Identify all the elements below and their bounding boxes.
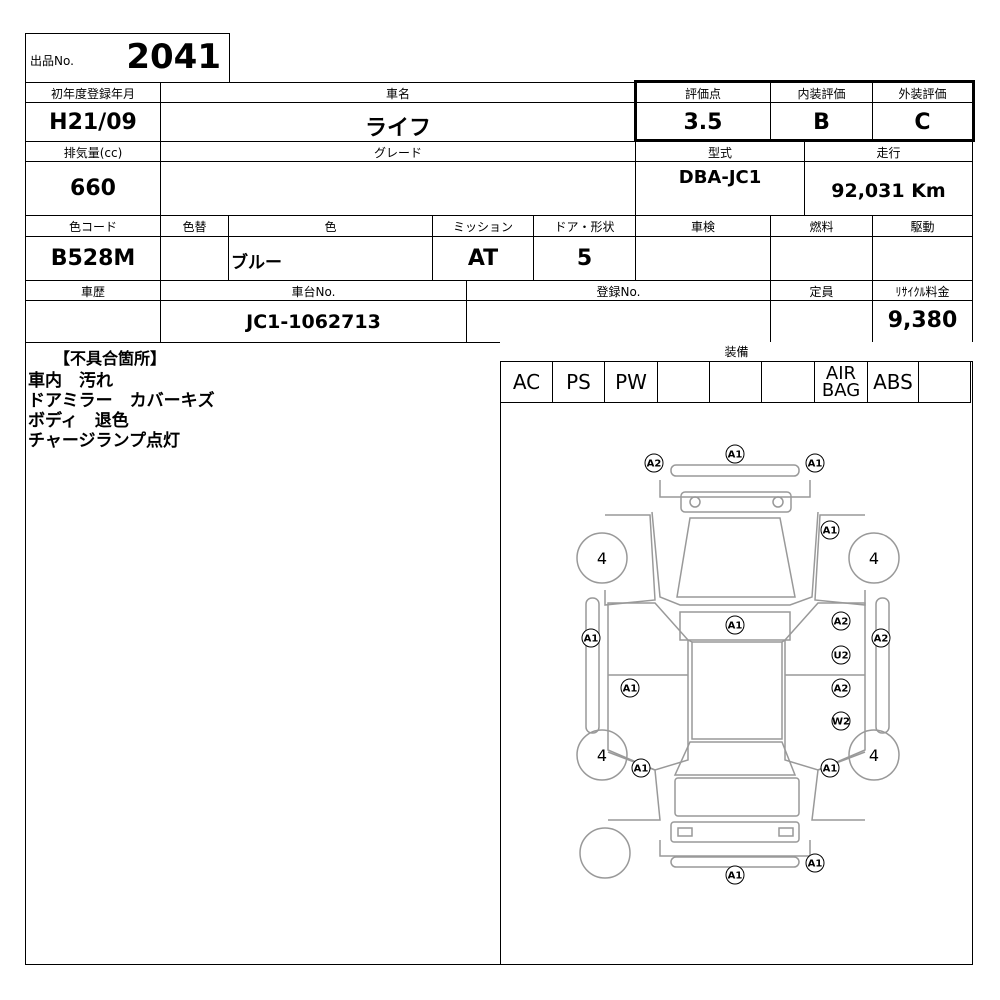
type-value: DBA-JC1 — [678, 167, 762, 188]
equip-airbag: AIR BAG — [814, 361, 868, 403]
drive-header: 駆動 — [872, 215, 973, 237]
displacement-header: 排気量(cc) — [25, 141, 161, 162]
inspection-value-cell — [635, 236, 771, 281]
doors-value-cell: 5 — [533, 236, 636, 281]
exterior-header: 外装評価 — [872, 82, 973, 103]
grade-header: グレード — [160, 141, 636, 162]
color-value: ブルー — [231, 253, 282, 273]
defect-line-3: ボディ 退色 — [28, 411, 129, 431]
defects-panel: 【不具合箇所】 車内 汚れ ドアミラー カバーキズ ボディ 退色 チャージランプ… — [25, 342, 501, 965]
first-registration-value-cell: H21/09 — [25, 102, 161, 142]
mileage-header: 走行 — [804, 141, 973, 162]
listing-number-value: 2041 — [126, 37, 221, 77]
score-value: 3.5 — [683, 110, 723, 135]
equip-abs: ABS — [867, 361, 919, 403]
capacity-header: 定員 — [770, 280, 873, 301]
exterior-value: C — [914, 110, 931, 135]
equip-slot-9 — [918, 361, 971, 403]
color-code-value: B528M — [50, 246, 136, 271]
mission-value-cell: AT — [432, 236, 534, 281]
fuel-value-cell — [770, 236, 873, 281]
defects-heading: 【不具合箇所】 — [54, 349, 167, 368]
equip-slot-4 — [657, 361, 710, 403]
repaint-value-cell — [160, 236, 229, 281]
displacement-value: 660 — [70, 176, 116, 201]
equip-ps: PS — [552, 361, 605, 403]
defect-line-1: 車内 汚れ — [28, 371, 113, 391]
color-code-header: 色コード — [25, 215, 161, 237]
model-name-header: 車名 — [160, 82, 636, 103]
color-header: 色 — [228, 215, 433, 237]
grade-value-cell — [160, 161, 636, 216]
score-value-cell: 3.5 — [635, 102, 771, 142]
registration-header: 登録No. — [466, 280, 771, 301]
model-name-value: ライフ — [364, 116, 431, 141]
type-header: 型式 — [635, 141, 805, 162]
chassis-value-cell: JC1-1062713 — [160, 300, 467, 343]
diagram-panel — [500, 342, 973, 965]
first-registration-value: H21/09 — [49, 110, 137, 135]
listing-number-cell: 出品No. 2041 — [25, 33, 230, 83]
interior-value-cell: B — [770, 102, 873, 142]
equip-ac: AC — [500, 361, 553, 403]
fuel-header: 燃料 — [770, 215, 873, 237]
recycle-header: ﾘｻｲｸﾙ料金 — [872, 280, 973, 301]
mission-header: ミッション — [432, 215, 534, 237]
score-header: 評価点 — [635, 82, 771, 103]
mission-value: AT — [467, 246, 499, 271]
listing-number-label: 出品No. — [30, 54, 74, 68]
color-value-cell: ブルー — [228, 236, 433, 281]
first-registration-header: 初年度登録年月 — [25, 82, 161, 103]
interior-header: 内装評価 — [770, 82, 873, 103]
mileage-value-cell: 92,031 Km — [804, 161, 973, 216]
model-name-value-cell: ライフ — [160, 102, 636, 142]
recycle-value-cell: 9,380 — [872, 300, 973, 343]
type-value-cell: DBA-JC1 — [635, 161, 805, 216]
doors-header: ドア・形状 — [533, 215, 636, 237]
capacity-value-cell — [770, 300, 873, 343]
displacement-value-cell: 660 — [25, 161, 161, 216]
defect-line-2: ドアミラー カバーキズ — [28, 391, 215, 411]
chassis-value: JC1-1062713 — [246, 311, 381, 333]
defect-line-4: チャージランプ点灯 — [28, 431, 180, 451]
mileage-value: 92,031 Km — [831, 180, 946, 202]
equip-pw: PW — [604, 361, 658, 403]
registration-value-cell — [466, 300, 771, 343]
color-code-value-cell: B528M — [25, 236, 161, 281]
inspection-header: 車検 — [635, 215, 771, 237]
drive-value-cell — [872, 236, 973, 281]
equipment-header: 装備 — [500, 342, 973, 362]
chassis-header: 車台No. — [160, 280, 467, 301]
equip-slot-5 — [709, 361, 762, 403]
recycle-value: 9,380 — [887, 308, 958, 333]
interior-value: B — [813, 110, 830, 135]
history-value-cell — [25, 300, 161, 343]
exterior-value-cell: C — [872, 102, 973, 142]
doors-value: 5 — [576, 246, 593, 271]
equip-slot-6 — [761, 361, 815, 403]
repaint-header: 色替 — [160, 215, 229, 237]
history-header: 車歴 — [25, 280, 161, 301]
